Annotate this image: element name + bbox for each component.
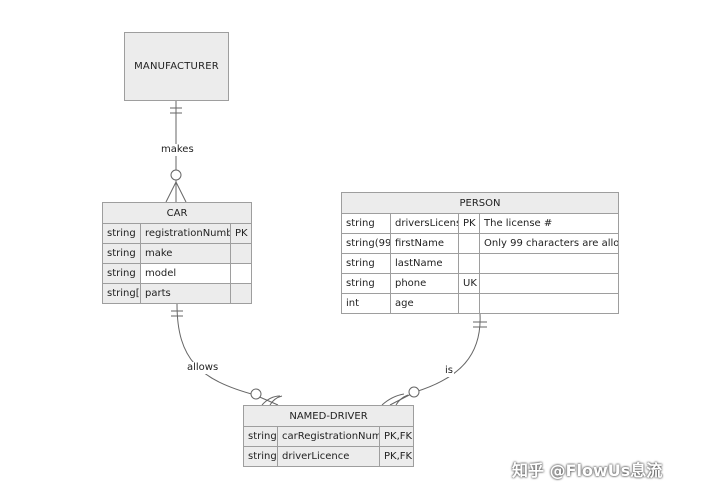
attr-name: firstName <box>390 233 459 254</box>
attr-key: UK <box>458 273 480 294</box>
attr-type: string(99) <box>341 233 391 254</box>
car-entity[interactable]: CAR string registrationNumber PK string … <box>101 202 253 304</box>
attr-comment <box>479 293 619 314</box>
attr-name: carRegistrationNumber <box>277 426 380 447</box>
is-crow-foot <box>381 393 409 406</box>
attr-key: PK,FK <box>378 446 415 467</box>
is-zero-marker <box>408 386 420 398</box>
named-driver-attr-row: string driverLicence PK,FK <box>243 446 415 467</box>
attr-comment <box>479 253 619 274</box>
attr-key <box>229 243 253 264</box>
person-attr-row: string phone UK <box>341 273 619 294</box>
attr-comment: Only 99 characters are allowed <box>479 233 619 254</box>
attr-type: string <box>341 213 391 234</box>
is-label: is <box>444 365 454 377</box>
car-attr-row: string make <box>102 243 253 264</box>
makes-crow-foot <box>165 180 187 203</box>
attr-type: string <box>102 263 141 284</box>
attr-name: make <box>140 243 231 264</box>
attr-comment: The license # <box>479 213 619 234</box>
attr-key: PK <box>458 213 480 234</box>
attr-type: string <box>341 253 391 274</box>
attr-name: parts <box>140 283 231 304</box>
person-attr-row: string(99) firstName Only 99 characters … <box>341 233 619 254</box>
attr-key <box>458 293 480 314</box>
car-title: CAR <box>101 202 253 224</box>
is-line <box>389 313 481 406</box>
named-driver-entity[interactable]: NAMED-DRIVER string carRegistrationNumbe… <box>242 405 415 467</box>
person-attr-row: string lastName <box>341 253 619 274</box>
attr-name: age <box>390 293 459 314</box>
attr-key <box>458 233 480 254</box>
person-attr-row: string driversLicense PK The license # <box>341 213 619 234</box>
person-entity[interactable]: PERSON string driversLicense PK The lice… <box>341 192 619 314</box>
makes-zero-marker <box>170 169 182 181</box>
attr-name: driverLicence <box>277 446 380 467</box>
attr-key: PK,FK <box>378 426 415 447</box>
attr-comment <box>479 273 619 294</box>
allows-line <box>176 303 279 406</box>
named-driver-title: NAMED-DRIVER <box>242 405 415 427</box>
attr-type: string <box>243 446 278 467</box>
allows-crow-foot <box>261 395 283 406</box>
car-attr-row: string model <box>102 263 253 284</box>
attr-type: string <box>341 273 391 294</box>
attr-name: phone <box>390 273 459 294</box>
attr-key <box>458 253 480 274</box>
attr-key: PK <box>229 223 253 244</box>
attr-name: model <box>140 263 231 284</box>
manufacturer-entity[interactable]: MANUFACTURER <box>124 32 229 101</box>
manufacturer-title: MANUFACTURER <box>134 61 219 72</box>
attr-name: lastName <box>390 253 459 274</box>
attr-key <box>229 263 253 284</box>
allows-zero-marker <box>250 388 262 400</box>
attr-name: registrationNumber <box>140 223 231 244</box>
attr-key <box>229 283 253 304</box>
person-attr-row: int age <box>341 293 619 314</box>
attr-type: string <box>243 426 278 447</box>
attr-name: driversLicense <box>390 213 459 234</box>
attr-type: string <box>102 223 141 244</box>
car-attr-row: string[] parts <box>102 283 253 304</box>
watermark: 知乎 @FlowUs息流 <box>512 461 663 480</box>
makes-label: makes <box>160 144 195 156</box>
attr-type: string <box>102 243 141 264</box>
car-attr-row: string registrationNumber PK <box>102 223 253 244</box>
attr-type: int <box>341 293 391 314</box>
named-driver-attr-row: string carRegistrationNumber PK,FK <box>243 426 415 447</box>
allows-label: allows <box>186 362 220 374</box>
person-title: PERSON <box>341 192 619 214</box>
attr-type: string[] <box>102 283 141 304</box>
